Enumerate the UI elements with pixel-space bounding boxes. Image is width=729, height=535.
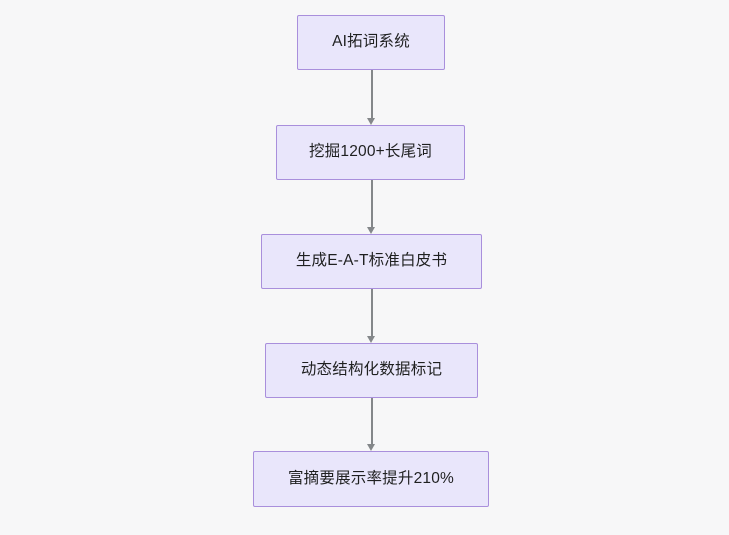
edge-line — [371, 180, 373, 228]
flow-node-longtail-keywords[interactable]: 挖掘1200+长尾词 — [276, 125, 465, 180]
edge-line — [371, 70, 373, 119]
flow-edge-2 — [367, 180, 376, 234]
flow-node-label: 挖掘1200+长尾词 — [308, 143, 433, 161]
flow-node-label: AI拓词系统 — [332, 33, 410, 51]
edge-line — [371, 398, 373, 445]
arrowhead-icon — [367, 226, 376, 234]
flow-node-rich-snippet-result[interactable]: 富摘要展示率提升210% — [253, 451, 489, 507]
flow-node-ai-keyword-system[interactable]: AI拓词系统 — [297, 15, 445, 70]
flow-node-structured-data-markup[interactable]: 动态结构化数据标记 — [265, 343, 478, 398]
arrowhead-icon — [367, 117, 376, 125]
arrowhead-icon — [367, 335, 376, 343]
flow-node-label: 动态结构化数据标记 — [300, 361, 443, 379]
edge-line — [371, 289, 373, 337]
flow-edge-1 — [367, 70, 376, 125]
flow-node-label: 生成E-A-T标准白皮书 — [295, 252, 448, 270]
flow-node-eat-whitepaper[interactable]: 生成E-A-T标准白皮书 — [261, 234, 482, 289]
flow-edge-4 — [367, 398, 376, 451]
flow-edge-3 — [367, 289, 376, 343]
flow-node-label: 富摘要展示率提升210% — [287, 469, 455, 487]
arrowhead-icon — [367, 443, 376, 451]
